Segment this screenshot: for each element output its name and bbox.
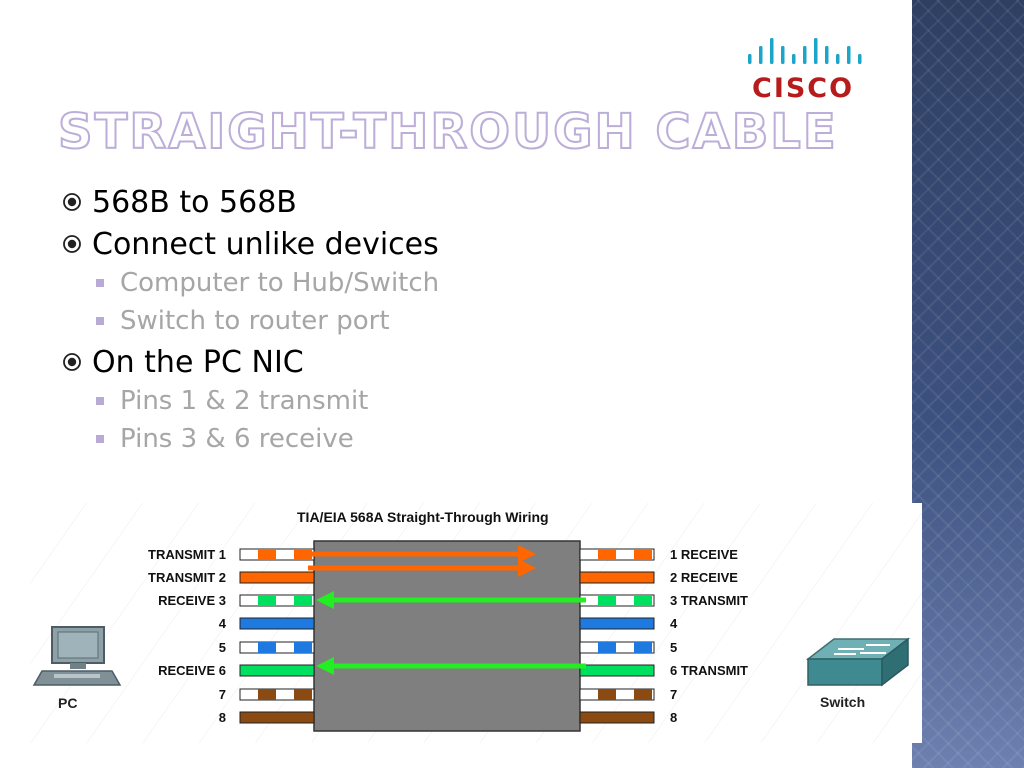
- cisco-logo-text: CISCO: [752, 73, 855, 104]
- sub-bullet-text: Pins 3 & 6 receive: [120, 424, 354, 454]
- bullet-item: On the PC NIC: [62, 342, 622, 382]
- transmit-arrow-pin-1: [308, 545, 536, 563]
- bullet-item: Connect unlike devices: [62, 224, 622, 264]
- left-pin-label: 4: [219, 616, 227, 631]
- right-pin-label: 1 RECEIVE: [670, 547, 738, 562]
- pc-label: PC: [58, 695, 77, 711]
- left-pin-label: TRANSMIT 2: [148, 570, 226, 585]
- circle-dot-bullet-icon: [62, 192, 84, 212]
- decorative-side-panel: [912, 0, 1024, 768]
- right-pin-label: 6 TRANSMIT: [670, 663, 748, 678]
- switch-device-icon: [805, 637, 911, 687]
- right-wire-pin-6: [579, 664, 655, 677]
- wiring-diagram: TIA/EIA 568A Straight-Through Wiring PC …: [30, 503, 922, 743]
- square-bullet-icon: [96, 435, 104, 443]
- signal-arrows: [308, 545, 586, 675]
- left-pin-label: 7: [219, 687, 226, 702]
- sub-bullet-item: Pins 3 & 6 receive: [96, 420, 622, 458]
- bullet-text: On the PC NIC: [92, 344, 304, 380]
- right-wire-pin-7: [579, 688, 655, 701]
- left-wire-pin-1: [239, 548, 315, 561]
- connector-box: [313, 540, 581, 732]
- right-pin-label: 3 TRANSMIT: [670, 593, 748, 608]
- right-wire-pin-3: [579, 594, 655, 607]
- sub-bullet-item: Pins 1 & 2 transmit: [96, 382, 622, 420]
- right-pin-label: 2 RECEIVE: [670, 570, 738, 585]
- left-wire-pin-6: [239, 664, 315, 677]
- right-wire-pin-2: [579, 571, 655, 584]
- cisco-logo-icon: [748, 38, 862, 64]
- left-pin-label: RECEIVE 6: [158, 663, 226, 678]
- right-wire-pin-1: [579, 548, 655, 561]
- diagram-title: TIA/EIA 568A Straight-Through Wiring: [297, 509, 549, 525]
- sub-bullet-text: Switch to router port: [120, 306, 390, 336]
- right-pin-label: 5: [670, 640, 677, 655]
- right-wire-pin-5: [579, 641, 655, 654]
- slide-title: STRAIGHT-THROUGH CABLE: [57, 103, 838, 161]
- sub-bullet-text: Computer to Hub/Switch: [120, 268, 440, 298]
- right-wire-pin-4: [579, 617, 655, 630]
- bullet-text: 568B to 568B: [92, 184, 297, 220]
- switch-label: Switch: [820, 694, 865, 710]
- sub-bullet-text: Pins 1 & 2 transmit: [120, 386, 369, 416]
- pc-icon: [32, 626, 122, 686]
- sub-bullet-item: Switch to router port: [96, 302, 622, 340]
- left-wire-pin-8: [239, 711, 315, 724]
- left-pin-label: TRANSMIT 1: [148, 547, 226, 562]
- receive-arrow-pin-3: [316, 591, 586, 609]
- left-wire-pin-7: [239, 688, 315, 701]
- square-bullet-icon: [96, 317, 104, 325]
- circle-dot-bullet-icon: [62, 352, 84, 372]
- left-wire-pin-4: [239, 617, 315, 630]
- right-wire-pin-8: [579, 711, 655, 724]
- right-pin-label: 4: [670, 616, 678, 631]
- bullet-text: Connect unlike devices: [92, 226, 439, 262]
- left-pin-label: 5: [219, 640, 226, 655]
- left-wire-pin-3: [239, 594, 315, 607]
- left-wire-pin-2: [239, 571, 315, 584]
- right-pin-label: 7: [670, 687, 677, 702]
- side-panel-pattern: [912, 0, 1024, 768]
- circle-dot-bullet-icon: [62, 234, 84, 254]
- right-pin-column: 1 RECEIVE 2 RECEIVE 3 TRANSMIT 4 5 6 TRANSMIT…: [579, 547, 748, 725]
- square-bullet-icon: [96, 397, 104, 405]
- left-pin-label: RECEIVE 3: [158, 593, 226, 608]
- left-wire-pin-5: [239, 641, 315, 654]
- transmit-arrow-pin-2: [308, 559, 536, 577]
- receive-arrow-pin-6: [316, 657, 586, 675]
- left-pin-label: 8: [219, 710, 226, 725]
- right-pin-label: 8: [670, 710, 677, 725]
- bullet-list: 568B to 568B Connect unlike devices Comp…: [62, 182, 622, 458]
- bullet-item: 568B to 568B: [62, 182, 622, 222]
- square-bullet-icon: [96, 279, 104, 287]
- sub-bullet-item: Computer to Hub/Switch: [96, 264, 622, 302]
- wiring-diagram-canvas: TIA/EIA 568A Straight-Through Wiring PC …: [30, 503, 922, 743]
